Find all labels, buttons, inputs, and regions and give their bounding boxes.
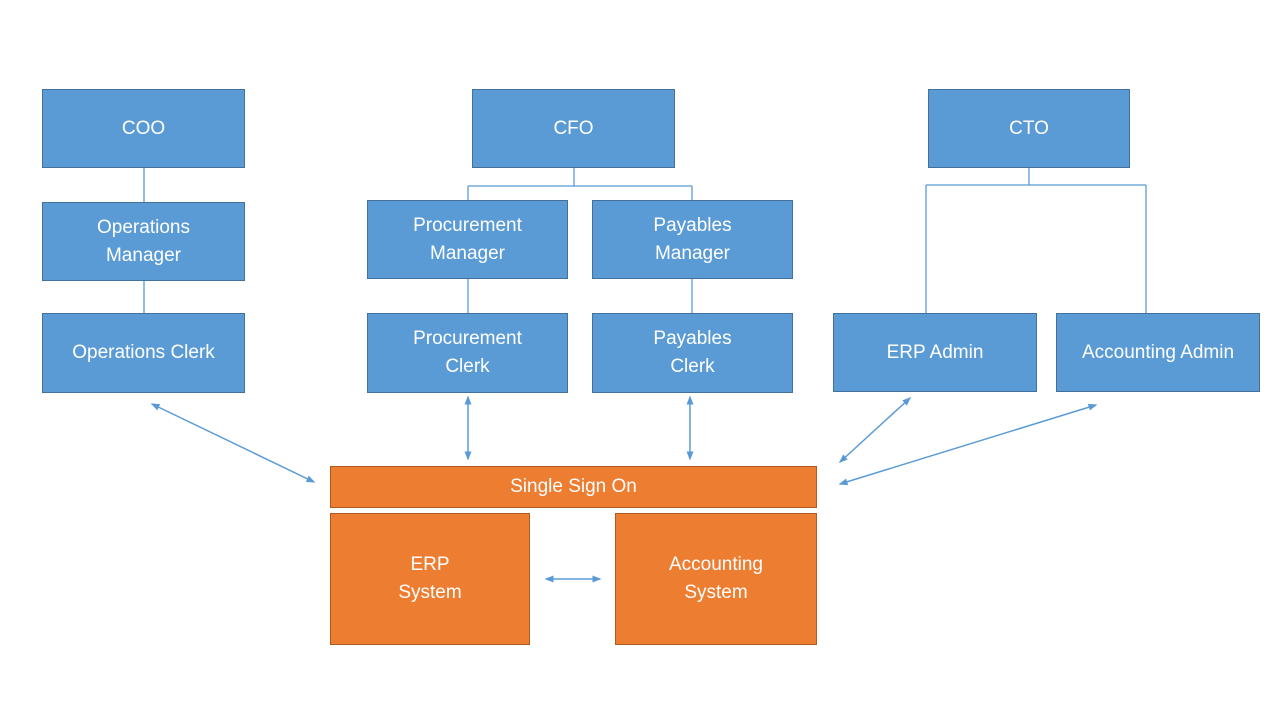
node-operations-manager: Operations Manager — [42, 202, 245, 281]
node-payables-manager-label: Payables Manager — [653, 214, 732, 264]
node-erp-admin-label: ERP Admin — [886, 341, 984, 363]
arrow-erp-admin-sso — [838, 396, 912, 464]
node-cfo-label: CFO — [553, 117, 594, 139]
arrow-operations-clerk-sso — [150, 403, 316, 483]
connector-cfo-managers — [467, 168, 693, 200]
node-procurement-clerk: Procurement Clerk — [367, 313, 568, 393]
node-erp-system: ERP System — [330, 513, 530, 645]
node-accounting-admin-label: Accounting Admin — [1081, 341, 1235, 363]
node-cto: CTO — [928, 89, 1130, 168]
node-accounting-admin: Accounting Admin — [1056, 313, 1260, 392]
node-cto-label: CTO — [1009, 117, 1049, 139]
node-operations-clerk: Operations Clerk — [42, 313, 245, 393]
node-single-sign-on-label: Single Sign On — [510, 476, 637, 497]
node-payables-manager: Payables Manager — [592, 200, 793, 279]
node-accounting-system: Accounting System — [615, 513, 817, 645]
arrow-accounting-admin-sso — [838, 403, 1098, 486]
node-single-sign-on: Single Sign On — [330, 466, 817, 508]
node-erp-admin: ERP Admin — [833, 313, 1037, 392]
node-erp-system-label: ERP System — [398, 554, 462, 603]
node-payables-clerk: Payables Clerk — [592, 313, 793, 393]
node-payables-clerk-label: Payables Clerk — [653, 328, 732, 377]
node-cfo: CFO — [472, 89, 675, 168]
node-accounting-system-label: Accounting System — [668, 554, 763, 603]
node-procurement-manager: Procurement Manager — [367, 200, 568, 279]
node-coo: COO — [42, 89, 245, 168]
connector-cto-admins — [925, 168, 1147, 313]
node-coo-label: COO — [121, 117, 166, 139]
node-operations-manager-label: Operations Manager — [97, 216, 190, 266]
node-procurement-clerk-label: Procurement Clerk — [413, 328, 522, 377]
node-operations-clerk-label: Operations Clerk — [72, 342, 215, 363]
node-procurement-manager-label: Procurement Manager — [413, 214, 522, 264]
